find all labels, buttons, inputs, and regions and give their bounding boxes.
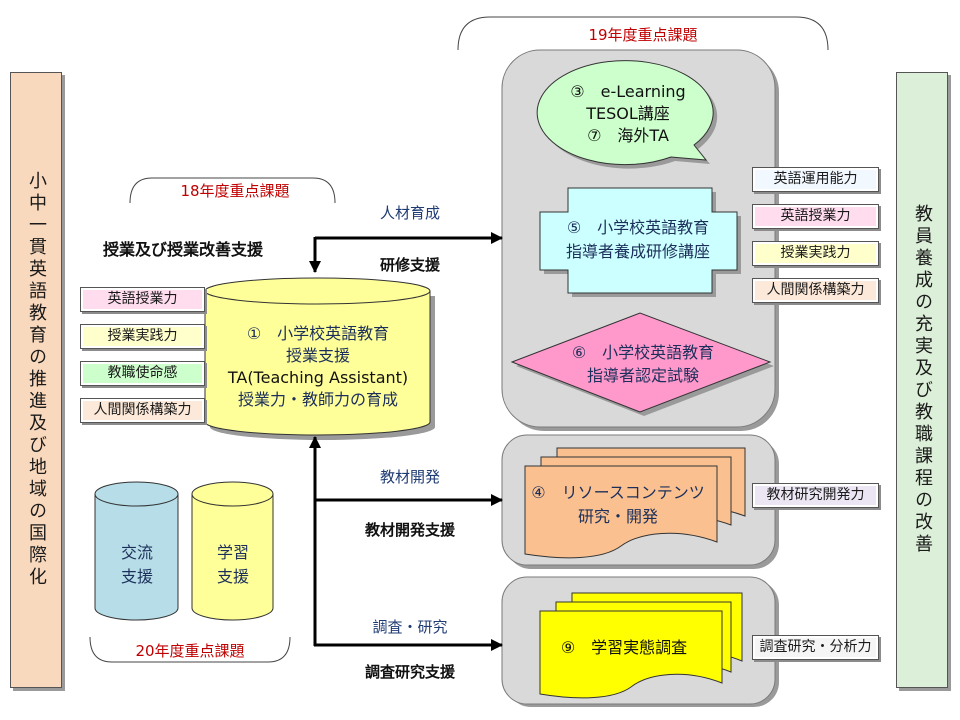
certification-text: ⑥ 小学校英語教育 指導者認定試験 xyxy=(572,341,714,387)
fy19-bracket xyxy=(457,16,829,51)
main-cylinder-line: 授業力・教師力の育成 xyxy=(237,390,399,409)
fy20-bracket xyxy=(89,636,291,663)
resources-documents xyxy=(524,447,746,559)
elearning-line: TESOL講座 xyxy=(586,104,670,123)
right-banner-text: 教員養成の充実及び教職課程の改善 xyxy=(912,204,933,556)
survey-documents xyxy=(539,592,743,699)
certification-line: ⑥ 小学校英語教育 xyxy=(571,343,715,362)
elearning-line: ③ e-Learning xyxy=(570,82,686,101)
elearning-bubble xyxy=(536,60,714,166)
learning-cylinder-line: 学習 xyxy=(216,543,250,562)
learning-cylinder-body xyxy=(191,493,274,621)
flow-label-materials-support: 教材開発支援 xyxy=(364,521,456,539)
learning-cylinder-top xyxy=(191,481,274,507)
training-course-line: 指導者養成研修講座 xyxy=(565,242,711,261)
exchange-cylinder-line: 支援 xyxy=(120,567,154,586)
learning-cylinder-line: 支援 xyxy=(216,567,250,586)
flow-label-research-support: 調査研究支援 xyxy=(364,663,456,681)
certification-diamond xyxy=(510,312,772,413)
left-banner: 小中一貫英語教育の推進及び地域の国際化 xyxy=(10,72,62,688)
flow-label-research: 調査・研究 xyxy=(372,618,448,636)
exchange-cylinder xyxy=(94,481,179,621)
survey-document-front xyxy=(539,610,723,699)
resources-text: ④ リソースコンテンツ 研究・開発 xyxy=(531,481,705,529)
fy18-label: 18年度重点課題 xyxy=(180,182,290,200)
training-course-cross xyxy=(539,187,738,294)
training-course-text: ⑤ 小学校英語教育 指導者養成研修講座 xyxy=(566,216,710,264)
main-cylinder-top xyxy=(204,277,431,305)
skill-box-english-teaching: 英語授業力 xyxy=(80,287,205,312)
flow-label-training: 人材育成 xyxy=(379,204,441,222)
main-cylinder-line: ① 小学校英語教育 xyxy=(246,324,390,343)
skill-box-teaching-practice: 授業実践力 xyxy=(80,324,205,349)
learning-cylinder-label: 学習 支援 xyxy=(217,541,249,589)
skill-box-relationship-building: 人間関係構築力 xyxy=(80,398,205,423)
lesson-support-heading: 授業及び授業改善支援 xyxy=(102,240,264,259)
exchange-cylinder-body xyxy=(94,493,179,621)
skill-box-english-proficiency: 英語運用能力 xyxy=(752,167,879,192)
main-cylinder xyxy=(204,277,435,440)
elearning-text: ③ e-Learning TESOL講座 ⑦ 海外TA xyxy=(570,81,685,147)
resources-line: ④ リソースコンテンツ xyxy=(531,483,705,502)
main-cylinder-text: ① 小学校英語教育 授業支援 TA(Teaching Assistant) 授業… xyxy=(228,323,408,411)
resources-document-front xyxy=(524,465,718,559)
resources-line: 研究・開発 xyxy=(577,507,659,526)
skill-box-english-teaching-right: 英語授業力 xyxy=(752,204,879,229)
elearning-line: ⑦ 海外TA xyxy=(587,126,669,145)
main-cylinder-line: 授業支援 xyxy=(285,346,351,365)
fy20-label: 20年度重点課題 xyxy=(135,642,245,660)
survey-text: ⑨ 学習実態調査 xyxy=(560,638,688,657)
fy19-label: 19年度重点課題 xyxy=(588,26,698,44)
skill-box-materials-development: 教材研究開発力 xyxy=(752,483,879,508)
fy18-bracket xyxy=(129,177,336,204)
skill-box-research-analysis: 調査研究・分析力 xyxy=(752,635,879,660)
skill-box-sense-of-mission: 教職使命感 xyxy=(80,361,205,386)
skill-box-teaching-practice-right: 授業実践力 xyxy=(752,241,879,266)
certification-line: 指導者認定試験 xyxy=(586,366,700,385)
exchange-cylinder-line: 交流 xyxy=(120,543,154,562)
left-banner-text: 小中一貫英語教育の推進及び地域の国際化 xyxy=(26,171,47,589)
skill-box-relationship-building-right: 人間関係構築力 xyxy=(752,278,879,303)
exchange-cylinder-top xyxy=(94,481,179,507)
flow-label-materials: 教材開発 xyxy=(379,468,441,486)
learning-cylinder xyxy=(191,481,274,621)
training-course-line: ⑤ 小学校英語教育 xyxy=(566,218,710,237)
exchange-cylinder-label: 交流 支援 xyxy=(121,541,153,589)
main-cylinder-body xyxy=(204,290,431,436)
right-banner: 教員養成の充実及び教職課程の改善 xyxy=(896,72,948,688)
main-cylinder-line: TA(Teaching Assistant) xyxy=(227,368,409,387)
flow-label-training-support: 研修支援 xyxy=(379,256,441,274)
